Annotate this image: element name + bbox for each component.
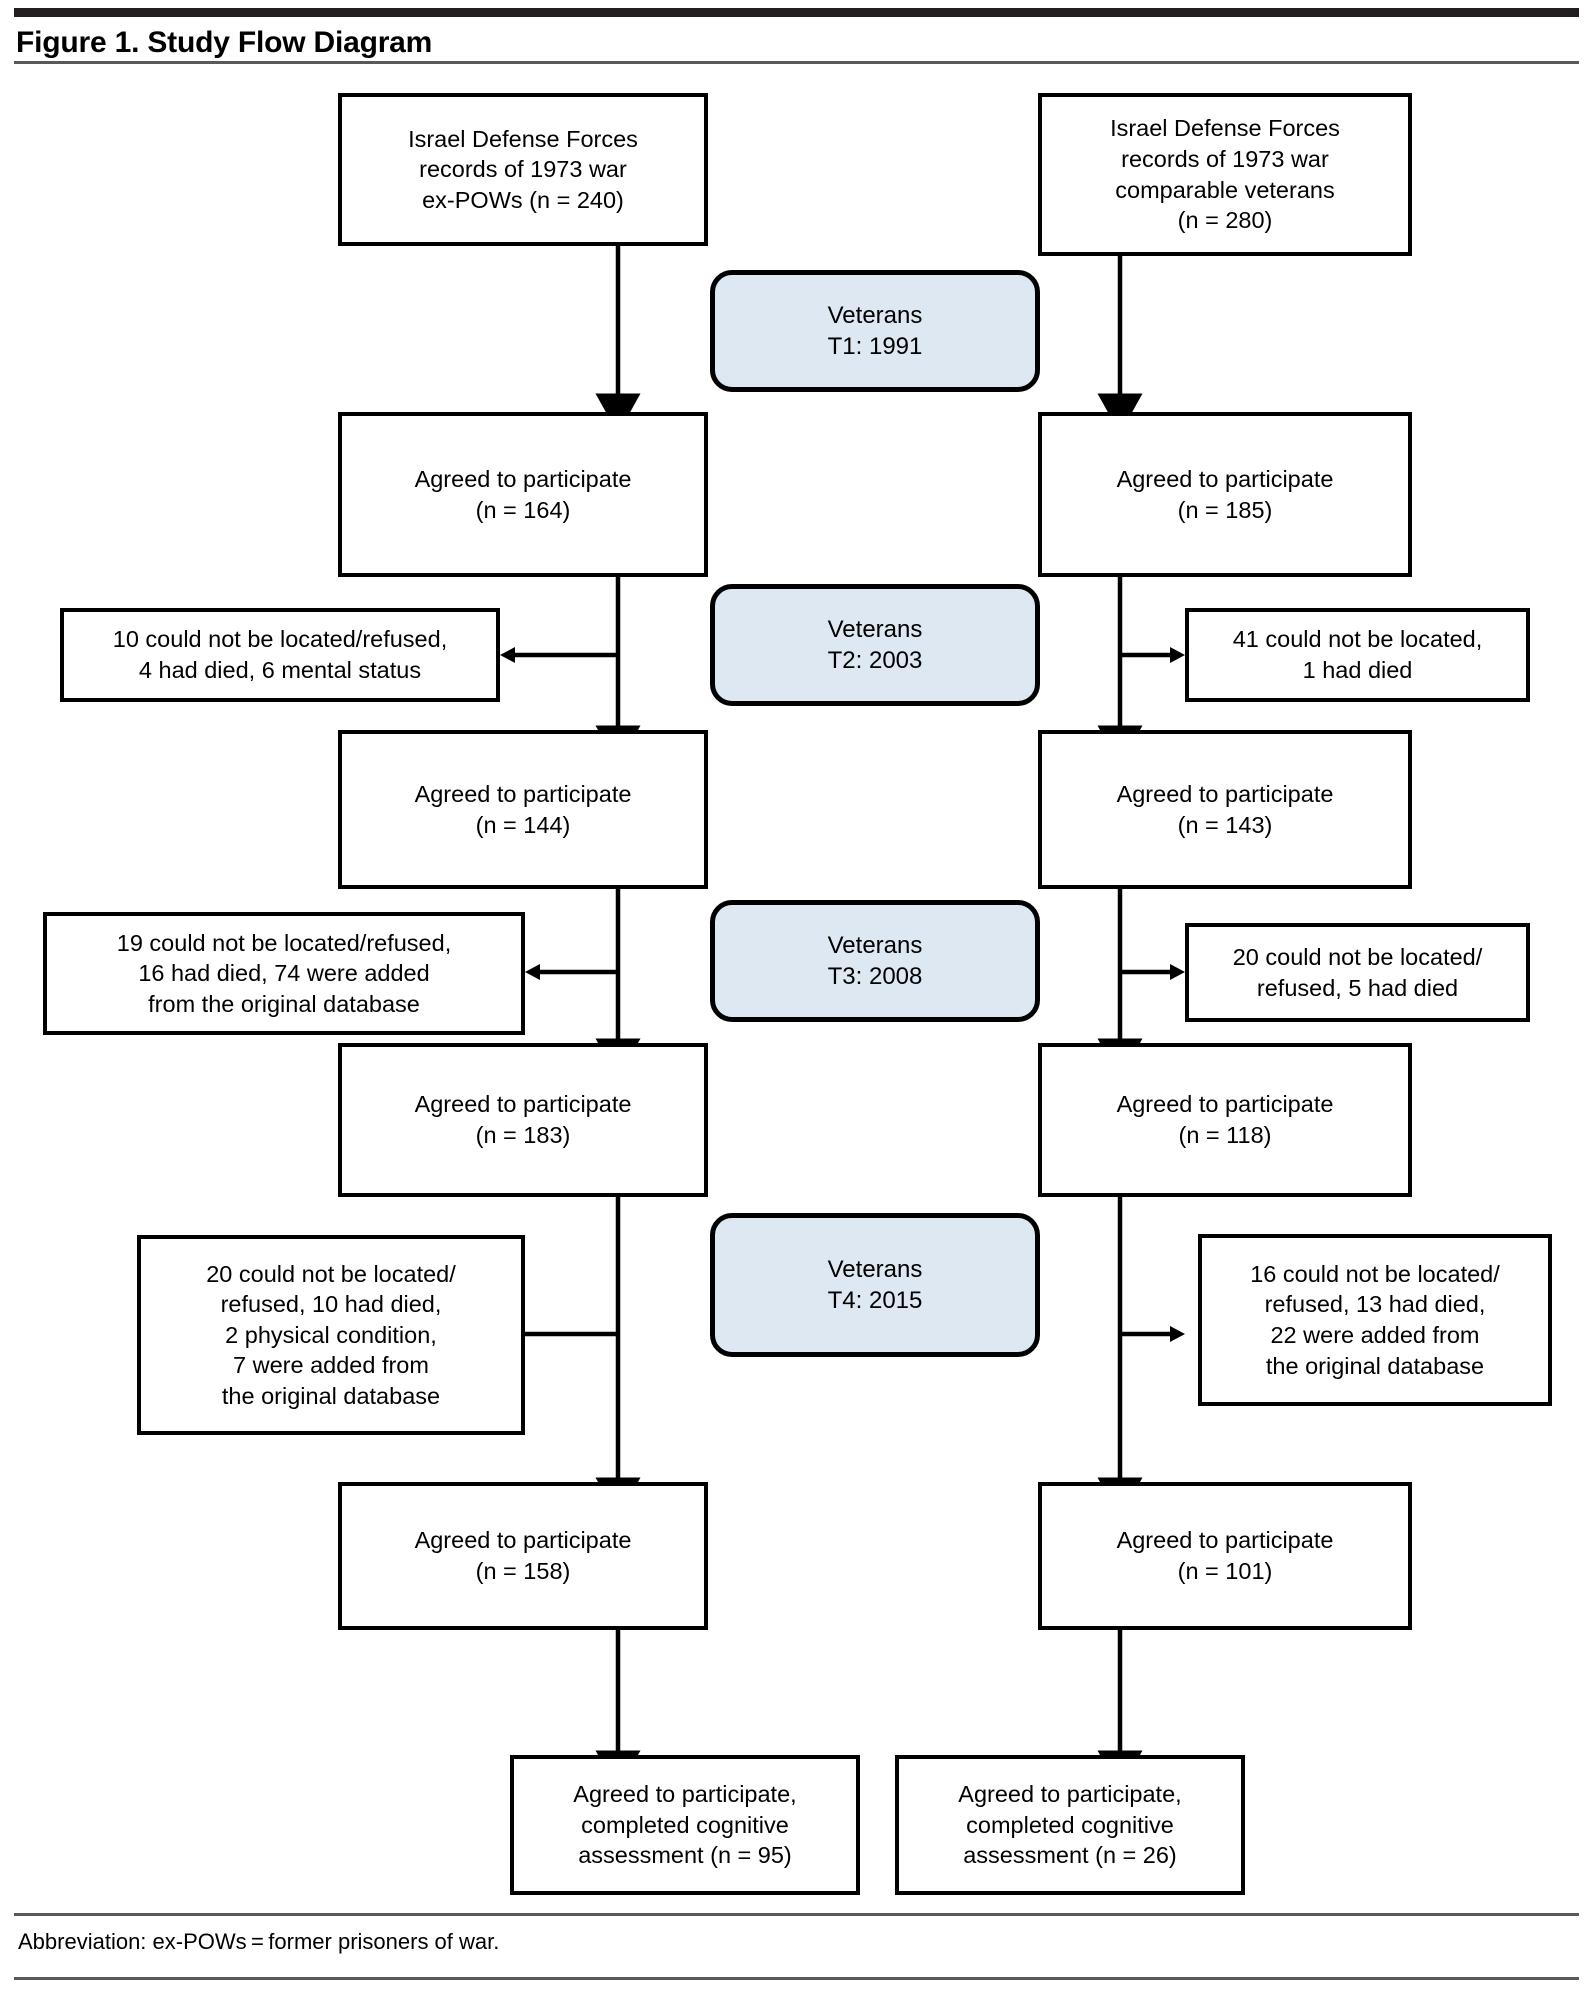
right-final-line1: Agreed to participate,: [958, 1781, 1182, 1808]
attrition-left-t2: 10 could not be located/refused, 4 had d…: [60, 608, 500, 702]
right-source-line2: records of 1973 war: [1121, 145, 1329, 172]
node-right-t3: Agreed to participate (n = 118): [1038, 1043, 1412, 1197]
node-left-final: Agreed to participate, completed cogniti…: [510, 1755, 860, 1895]
attrition-left-t4-line5: the original database: [221, 1382, 441, 1409]
attrition-right-t3: 20 could not be located/ refused, 5 had …: [1185, 923, 1530, 1022]
phase-t1-line1: Veterans: [827, 301, 923, 329]
right-t4-line1: Agreed to participate: [1116, 1527, 1334, 1554]
left-t1-line1: Agreed to participate: [414, 465, 632, 492]
attrition-right-t2-line2: 1 had died: [1302, 657, 1413, 683]
phase-t4: Veterans T4: 2015: [710, 1213, 1040, 1357]
left-final-line3: assessment (n = 95): [578, 1842, 792, 1869]
attrition-right-t4-line1: 16 could not be located/: [1250, 1260, 1500, 1287]
phase-t1: Veterans T1: 1991: [710, 270, 1040, 392]
left-t4-line1: Agreed to participate: [414, 1527, 632, 1554]
left-source-line3: ex-POWs (n = 240): [422, 186, 624, 213]
phase-t3: Veterans T3: 2008: [710, 900, 1040, 1022]
attrition-left-t3-line2: 16 had died, 74 were added: [138, 960, 430, 987]
node-right-t2: Agreed to participate (n = 143): [1038, 730, 1412, 889]
attrition-left-t3-line3: from the original database: [148, 990, 420, 1017]
attrition-right-t4: 16 could not be located/ refused, 13 had…: [1198, 1234, 1552, 1406]
attrition-left-t2-line1: 10 could not be located/refused,: [112, 626, 448, 653]
left-source-line2: records of 1973 war: [419, 156, 627, 183]
attrition-left-t3-line1: 19 could not be located/refused,: [116, 929, 452, 956]
right-t2-line2: (n = 143): [1177, 811, 1273, 838]
left-t4-line2: (n = 158): [475, 1558, 571, 1584]
right-t3-line1: Agreed to participate: [1116, 1091, 1334, 1118]
attrition-left-t4-line1: 20 could not be located/: [206, 1260, 456, 1287]
node-right-source: Israel Defense Forces records of 1973 wa…: [1038, 93, 1412, 256]
attrition-right-t4-line2: refused, 13 had died,: [1264, 1291, 1486, 1318]
phase-t4-line2: T4: 2015: [827, 1287, 923, 1314]
phase-t2-line1: Veterans: [827, 615, 923, 643]
left-t2-line2: (n = 144): [475, 811, 571, 838]
attrition-right-t4-line3: 22 were added from: [1270, 1322, 1480, 1348]
node-right-final: Agreed to participate, completed cogniti…: [895, 1755, 1245, 1895]
node-left-t4: Agreed to participate (n = 158): [338, 1482, 708, 1630]
node-left-source: Israel Defense Forces records of 1973 wa…: [338, 93, 708, 246]
attrition-left-t3: 19 could not be located/refused, 16 had …: [43, 912, 525, 1035]
node-left-t3: Agreed to participate (n = 183): [338, 1043, 708, 1197]
right-t3-line2: (n = 118): [1178, 1122, 1272, 1148]
attrition-left-t4-line4: 7 were added from: [233, 1352, 429, 1379]
right-source-line1: Israel Defense Forces: [1110, 115, 1340, 142]
figure-title: Figure 1. Study Flow Diagram: [16, 26, 433, 59]
attrition-right-t2-line1: 41 could not be located,: [1232, 626, 1483, 653]
phase-t1-line2: T1: 1991: [827, 333, 923, 360]
left-t1-line2: (n = 164): [475, 496, 571, 523]
title-underrule: [14, 61, 1579, 64]
right-t4-line2: (n = 101): [1177, 1558, 1273, 1584]
left-final-line2: completed cognitive: [581, 1811, 789, 1838]
node-left-t2: Agreed to participate (n = 144): [338, 730, 708, 889]
node-right-t1: Agreed to participate (n = 185): [1038, 412, 1412, 577]
attrition-left-t2-line2: 4 had died, 6 mental status: [138, 657, 422, 683]
attrition-left-t4: 20 could not be located/ refused, 10 had…: [137, 1235, 525, 1435]
phase-t3-line1: Veterans: [827, 931, 923, 959]
node-right-t4: Agreed to participate (n = 101): [1038, 1482, 1412, 1630]
right-t1-line1: Agreed to participate: [1116, 465, 1334, 492]
left-t2-line1: Agreed to participate: [414, 780, 632, 807]
attrition-right-t2: 41 could not be located, 1 had died: [1185, 608, 1530, 702]
node-left-t1: Agreed to participate (n = 164): [338, 412, 708, 577]
phase-t3-line2: T3: 2008: [827, 963, 923, 990]
attrition-right-t3-line2: refused, 5 had died: [1256, 974, 1459, 1001]
figure-footnote: Abbreviation: ex-POWs = former prisoners…: [18, 1929, 500, 1954]
footnote-top-rule: [14, 1913, 1579, 1916]
attrition-right-t3-line1: 20 could not be located/: [1232, 943, 1483, 970]
left-source-line1: Israel Defense Forces: [408, 125, 638, 152]
right-source-line4: (n = 280): [1177, 207, 1273, 234]
phase-t4-line1: Veterans: [827, 1255, 923, 1283]
left-final-line1: Agreed to participate,: [573, 1781, 797, 1808]
right-source-line3: comparable veterans: [1115, 176, 1335, 203]
right-final-line2: completed cognitive: [966, 1811, 1174, 1838]
top-rule-thick: [14, 8, 1579, 17]
attrition-left-t4-line3: 2 physical condition,: [225, 1321, 437, 1348]
left-t3-line1: Agreed to participate: [414, 1091, 632, 1118]
phase-t2: Veterans T2: 2003: [710, 584, 1040, 706]
phase-t2-line2: T2: 2003: [827, 647, 923, 674]
attrition-right-t4-line4: the original database: [1265, 1352, 1485, 1379]
left-t3-line2: (n = 183): [475, 1122, 571, 1148]
attrition-left-t4-line2: refused, 10 had died,: [220, 1291, 442, 1318]
right-t1-line2: (n = 185): [1177, 496, 1273, 523]
right-t2-line1: Agreed to participate: [1116, 780, 1334, 807]
footnote-bottom-rule: [14, 1977, 1579, 1980]
right-final-line3: assessment (n = 26): [963, 1842, 1177, 1869]
